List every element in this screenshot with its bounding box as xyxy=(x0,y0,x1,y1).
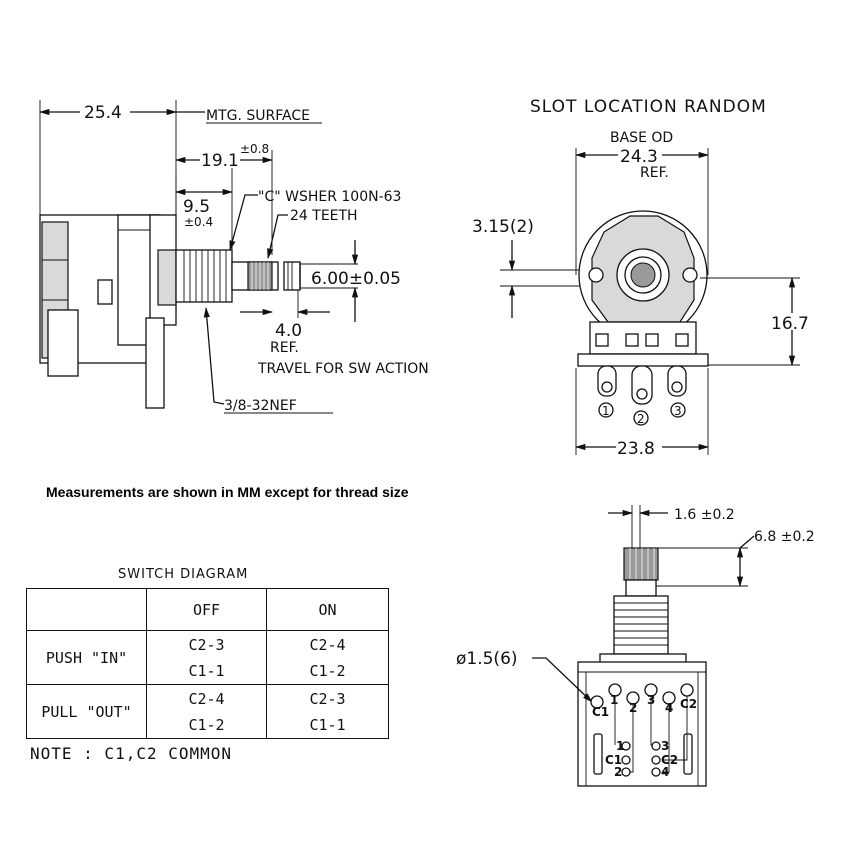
top-pin-c2: C2 xyxy=(680,697,697,711)
bottom-view: 1.6 ±0.2 6.8 ±0.2 xyxy=(456,505,815,787)
dim-base-ref: REF. xyxy=(640,165,669,181)
dim-travel-ref: REF. xyxy=(270,340,299,356)
header-on: ON xyxy=(266,588,389,631)
lower-pin-2: 2 xyxy=(614,765,622,779)
dim-diameter: 6.00±0.05 xyxy=(311,269,401,289)
dim-width: 23.8 xyxy=(617,439,655,459)
dim-hole: ø1.5(6) xyxy=(456,649,518,669)
side-view: 25.4 MTG. SURFACE 19.1 ±0.8 9.5 ±0.4 "C"… xyxy=(38,100,429,414)
pin-2: 2 xyxy=(637,412,645,426)
lower-pin-c1: C1 xyxy=(605,753,622,767)
dim-overall: 25.4 xyxy=(84,103,122,123)
dim-flat: 1.6 ±0.2 xyxy=(674,507,735,523)
row-label: PULL "OUT" xyxy=(26,684,147,739)
header-off: OFF xyxy=(146,588,267,631)
dim-bushing: 9.5 xyxy=(183,197,210,217)
washer-label: "C" WSHER 100N-63 xyxy=(258,189,401,205)
dim-slot: 3.15(2) xyxy=(472,217,534,237)
row-label: PUSH "IN" xyxy=(26,630,147,685)
switch-diagram-title: SWITCH DIAGRAM xyxy=(118,567,249,582)
lower-pin-4: 4 xyxy=(661,765,669,779)
top-pin-1: 1 xyxy=(610,693,618,707)
front-view: SLOT LOCATION RANDOM BASE OD 24.3 REF. 3… xyxy=(472,97,812,459)
dim-base: 24.3 xyxy=(620,147,658,167)
header-blank xyxy=(26,588,147,631)
lower-pin-c2: C2 xyxy=(661,753,678,767)
top-pin-c1: C1 xyxy=(592,705,609,719)
lower-pin-3: 3 xyxy=(661,739,669,753)
lower-pin-1: 1 xyxy=(616,739,624,753)
dim-shaft-tol: ±0.8 xyxy=(240,142,269,156)
thread-label: 3/8-32NEF xyxy=(224,398,297,414)
travel-label: TRAVEL FOR SW ACTION xyxy=(257,361,429,377)
pin-1: 1 xyxy=(602,404,610,418)
teeth-label: 24 TEETH xyxy=(290,208,358,224)
pin-3: 3 xyxy=(674,404,682,418)
dim-height: 16.7 xyxy=(771,314,809,334)
dim-bushing-tol: ±0.4 xyxy=(184,215,213,229)
measurement-note: Measurements are shown in MM except for … xyxy=(46,484,409,500)
switch-note: NOTE : C1,C2 COMMON xyxy=(30,744,233,763)
mtg-surface-label: MTG. SURFACE xyxy=(206,108,310,124)
base-od-label: BASE OD xyxy=(610,130,673,146)
dim-travel: 4.0 xyxy=(275,321,302,341)
dim-shaft: 19.1 xyxy=(201,151,239,171)
threaded-bushing xyxy=(175,249,233,303)
dim-flat-len: 6.8 ±0.2 xyxy=(754,529,815,545)
slot-location-title: SLOT LOCATION RANDOM xyxy=(530,97,767,117)
